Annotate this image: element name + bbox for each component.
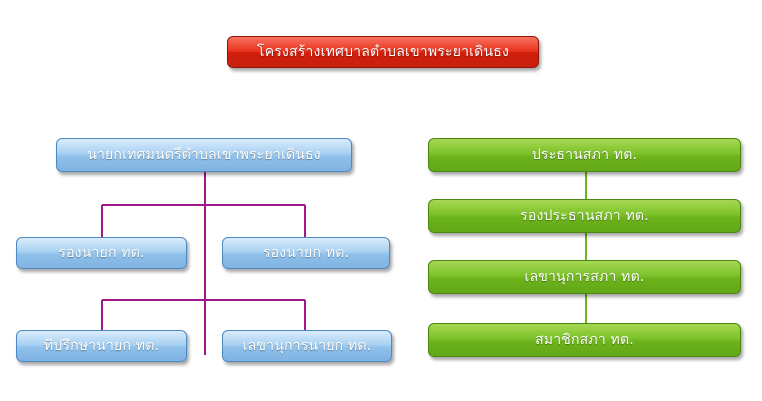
council-chairman-box: ประธานสภา ทต. <box>428 138 741 172</box>
mayor-secretary-box: เลขานุการนายก ทต. <box>222 330 392 362</box>
council-secretary-box: เลขานุการสภา ทต. <box>428 260 741 294</box>
mayor-advisor-label: ที่ปรึกษานายก ทต. <box>43 338 160 354</box>
mayor-advisor-box: ที่ปรึกษานายก ทต. <box>16 330 187 362</box>
mayor-label: นายกเทศมนตรีตำบลเขาพระยาเดินธง <box>87 147 321 163</box>
deputy-mayor-1-box: รองนายก ทต. <box>16 237 187 269</box>
council-secretary-label: เลขานุการสภา ทต. <box>524 269 645 285</box>
mayor-box: นายกเทศมนตรีตำบลเขาพระยาเดินธง <box>56 138 352 172</box>
council-vice-chairman-box: รองประธานสภา ทต. <box>428 199 741 233</box>
mayor-secretary-label: เลขานุการนายก ทต. <box>242 338 372 354</box>
council-vice-chairman-label: รองประธานสภา ทต. <box>520 208 649 224</box>
council-chairman-label: ประธานสภา ทต. <box>531 147 638 163</box>
title-box: โครงสร้างเทศบาลตำบลเขาพระยาเดินธง <box>227 36 539 68</box>
council-members-box: สมาชิกสภา ทต. <box>428 323 741 357</box>
deputy-mayor-2-label: รองนายก ทต. <box>262 245 350 261</box>
council-members-label: สมาชิกสภา ทต. <box>535 332 634 348</box>
deputy-mayor-2-box: รองนายก ทต. <box>222 237 390 269</box>
deputy-mayor-1-label: รองนายก ทต. <box>58 245 145 261</box>
title-text: โครงสร้างเทศบาลตำบลเขาพระยาเดินธง <box>256 44 510 60</box>
